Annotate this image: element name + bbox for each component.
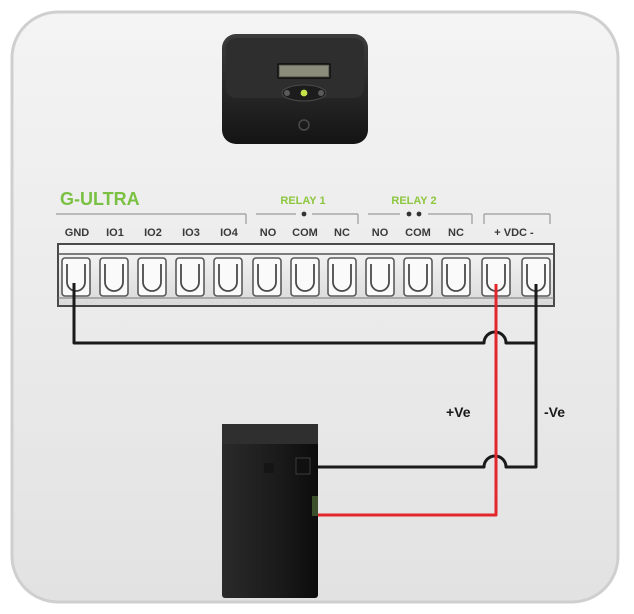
positive-wire-label: +Ve	[446, 404, 471, 420]
terminal-label-no1: NO	[260, 227, 277, 239]
header-rules	[56, 213, 551, 224]
relay2-dot-1	[406, 211, 412, 217]
controller-unit-icon	[222, 34, 368, 144]
terminal-screw	[213, 257, 243, 297]
terminal-label-vdc: + VDC -	[494, 227, 534, 239]
terminal-screw	[252, 257, 282, 297]
terminal-labels: GND IO1 IO2 IO3 IO4 NO COM NC NO COM NC …	[65, 227, 534, 239]
terminal-label-com1: COM	[292, 227, 318, 239]
terminal-screw	[327, 257, 357, 297]
black-ground-wire	[72, 283, 536, 345]
terminal-label-io1: IO1	[106, 227, 124, 239]
terminal-label-com2: COM	[405, 227, 431, 239]
terminal-screw	[137, 257, 167, 297]
relay1-label: RELAY 1	[280, 195, 325, 207]
terminal-screw	[290, 257, 320, 297]
terminal-label-nc2: NC	[448, 227, 464, 239]
device-title: G-ULTRA	[60, 189, 140, 209]
terminal-label-gnd: GND	[65, 227, 90, 239]
negative-wire-label: -Ve	[544, 404, 565, 420]
battery-icon	[222, 424, 318, 598]
terminal-screw	[365, 257, 395, 297]
terminal-label-io4: IO4	[220, 227, 239, 239]
terminal-screw	[61, 257, 91, 297]
terminal-label-io3: IO3	[182, 227, 200, 239]
relay2-label: RELAY 2	[391, 195, 436, 207]
relay2-dot-2	[416, 211, 422, 217]
terminal-screw	[403, 257, 433, 297]
terminal-label-nc1: NC	[334, 227, 350, 239]
terminal-screw	[175, 257, 205, 297]
terminal-screw	[441, 257, 471, 297]
terminal-screw	[521, 257, 551, 297]
terminal-screw	[99, 257, 129, 297]
terminal-label-no2: NO	[372, 227, 389, 239]
relay1-dot	[301, 211, 307, 217]
terminal-screws	[61, 257, 551, 297]
terminal-label-io2: IO2	[144, 227, 162, 239]
